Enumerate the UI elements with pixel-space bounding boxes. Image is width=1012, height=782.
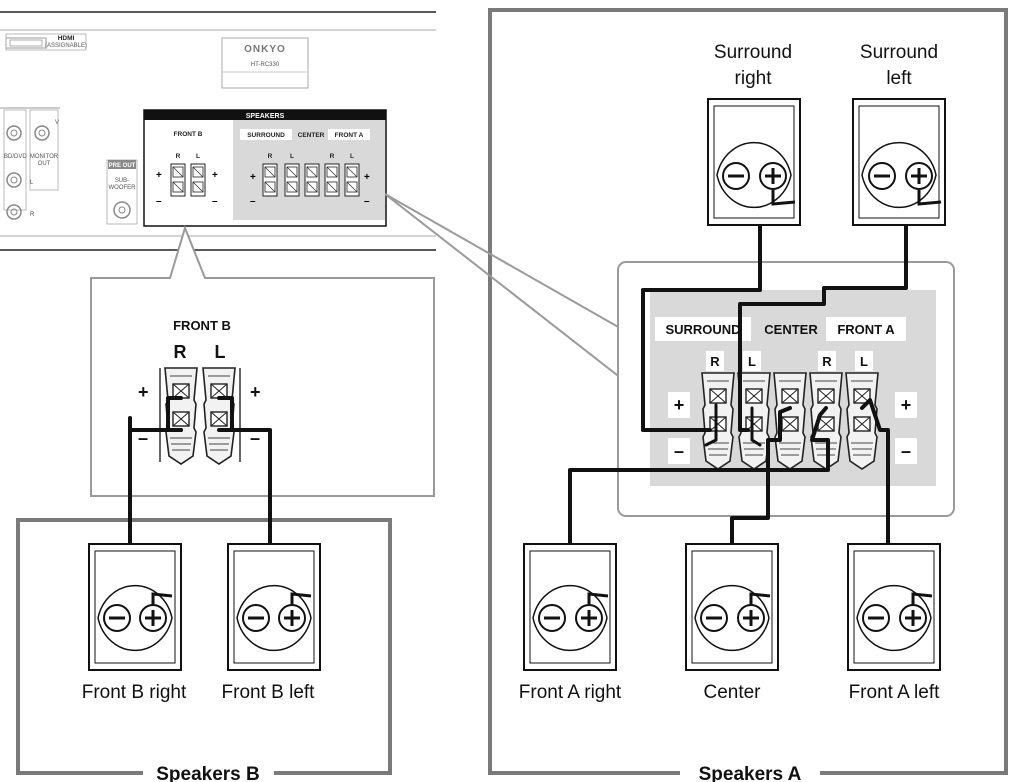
svg-text:L: L (350, 153, 354, 160)
speaker-center: Center (685, 543, 779, 703)
zoom-plus-right: + (901, 395, 912, 415)
receiver-back-panel: HDMI (ASSIGNABLE) ONKYO HT-RC330 V BD/DV… (0, 11, 436, 251)
front-b-zoom-r: R (174, 342, 187, 362)
front-b-zoom-minus-left: – (138, 428, 148, 448)
svg-text:–: – (250, 196, 256, 207)
zoom-surround-r: R (710, 354, 720, 369)
svg-text:–: – (156, 196, 162, 207)
bd-dvd-label: BD/DVD (4, 154, 27, 160)
wire-surround-right-positive (641, 178, 762, 432)
front-b-zoom-plus-left: + (138, 382, 149, 402)
pre-out-area: PRE OUT SUB-WOOFER (106, 159, 138, 225)
monitor-out-jack (34, 125, 50, 141)
svg-text:L: L (290, 153, 294, 160)
speaker-front-b-right: Front B right (82, 543, 187, 703)
bd-dvd-video-jack (6, 125, 22, 141)
svg-text:+: + (156, 170, 162, 181)
front-b-zoom-callout: FRONT B R L + – + – (90, 224, 435, 497)
subwoofer-jack (113, 201, 131, 219)
svg-text:+: + (212, 170, 218, 181)
svg-text:+: + (250, 172, 256, 183)
mini-front-a-label: FRONT A (335, 132, 364, 139)
svg-text:L: L (196, 153, 200, 160)
audio-l-jack (6, 172, 22, 188)
zoom-surround-label: SURROUND (665, 322, 740, 337)
svg-text:R: R (268, 153, 273, 160)
speaker-front-a-left: Front A left (847, 543, 941, 703)
front-b-right-label: Front B right (82, 682, 187, 703)
center-label: Center (703, 682, 761, 703)
front-b-zoom-l: L (215, 342, 226, 362)
front-b-zoom-minus-right: – (250, 428, 260, 448)
model-label: HT-RC330 (251, 62, 280, 68)
zoom-minus-right: – (901, 441, 911, 461)
mini-front-b-label: FRONT B (174, 131, 203, 138)
zoom-front-a-label: FRONT A (837, 322, 895, 337)
subwoofer-label: SUB-WOOFER (109, 178, 137, 191)
speakers-a-zoom-callout: SURROUND CENTER FRONT A R L R L + – + – (384, 193, 955, 517)
wire-front-b-left-positive (217, 396, 234, 432)
svg-text:R: R (176, 153, 181, 160)
v-label: V (55, 120, 59, 126)
front-b-zoom-plus-right: + (250, 382, 261, 402)
audio-l-label: L (30, 180, 34, 186)
zoom-minus-left: – (674, 441, 684, 461)
speaker-front-a-right: Front A right (519, 543, 622, 703)
front-b-left-label: Front B left (222, 682, 316, 703)
hdmi-label: HDMI (58, 35, 75, 42)
zoom-center-label: CENTER (764, 322, 818, 337)
svg-text:R: R (330, 153, 335, 160)
hdmi-sub-label: (ASSIGNABLE) (45, 43, 87, 49)
zoom-plus-left: + (674, 395, 685, 415)
speaker-front-b-left: Front B left (222, 543, 321, 703)
brand-logo: ONKYO (244, 44, 286, 55)
speakers-a-group: Speakers A (488, 8, 1008, 782)
audio-r-jack (6, 204, 22, 220)
front-a-left-label: Front A left (849, 682, 941, 703)
mini-surround-label: SURROUND (247, 132, 285, 139)
svg-text:–: – (212, 196, 218, 207)
speakers-a-label: Speakers A (699, 764, 802, 782)
speakers-b-group: Speakers B (16, 518, 392, 782)
front-b-zoom-title: FRONT B (173, 318, 231, 333)
zoom-front-a-l: L (860, 354, 868, 369)
svg-text:–: – (364, 196, 370, 207)
svg-text:+: + (364, 172, 370, 183)
mini-center-label: CENTER (298, 132, 325, 139)
zoom-surround-l: L (748, 354, 756, 369)
speakers-terminal-block: SPEAKERS FRONT B SURROUND CENTER FRONT A… (143, 109, 387, 227)
wire-surround-left-positive (738, 178, 908, 432)
front-a-right-label: Front A right (519, 682, 622, 703)
pre-out-label: PRE OUT (109, 163, 136, 169)
speakers-b-label: Speakers B (156, 764, 260, 782)
audio-r-label: R (30, 212, 35, 218)
zoom-front-a-r: R (822, 354, 832, 369)
speakers-label: SPEAKERS (246, 113, 285, 120)
